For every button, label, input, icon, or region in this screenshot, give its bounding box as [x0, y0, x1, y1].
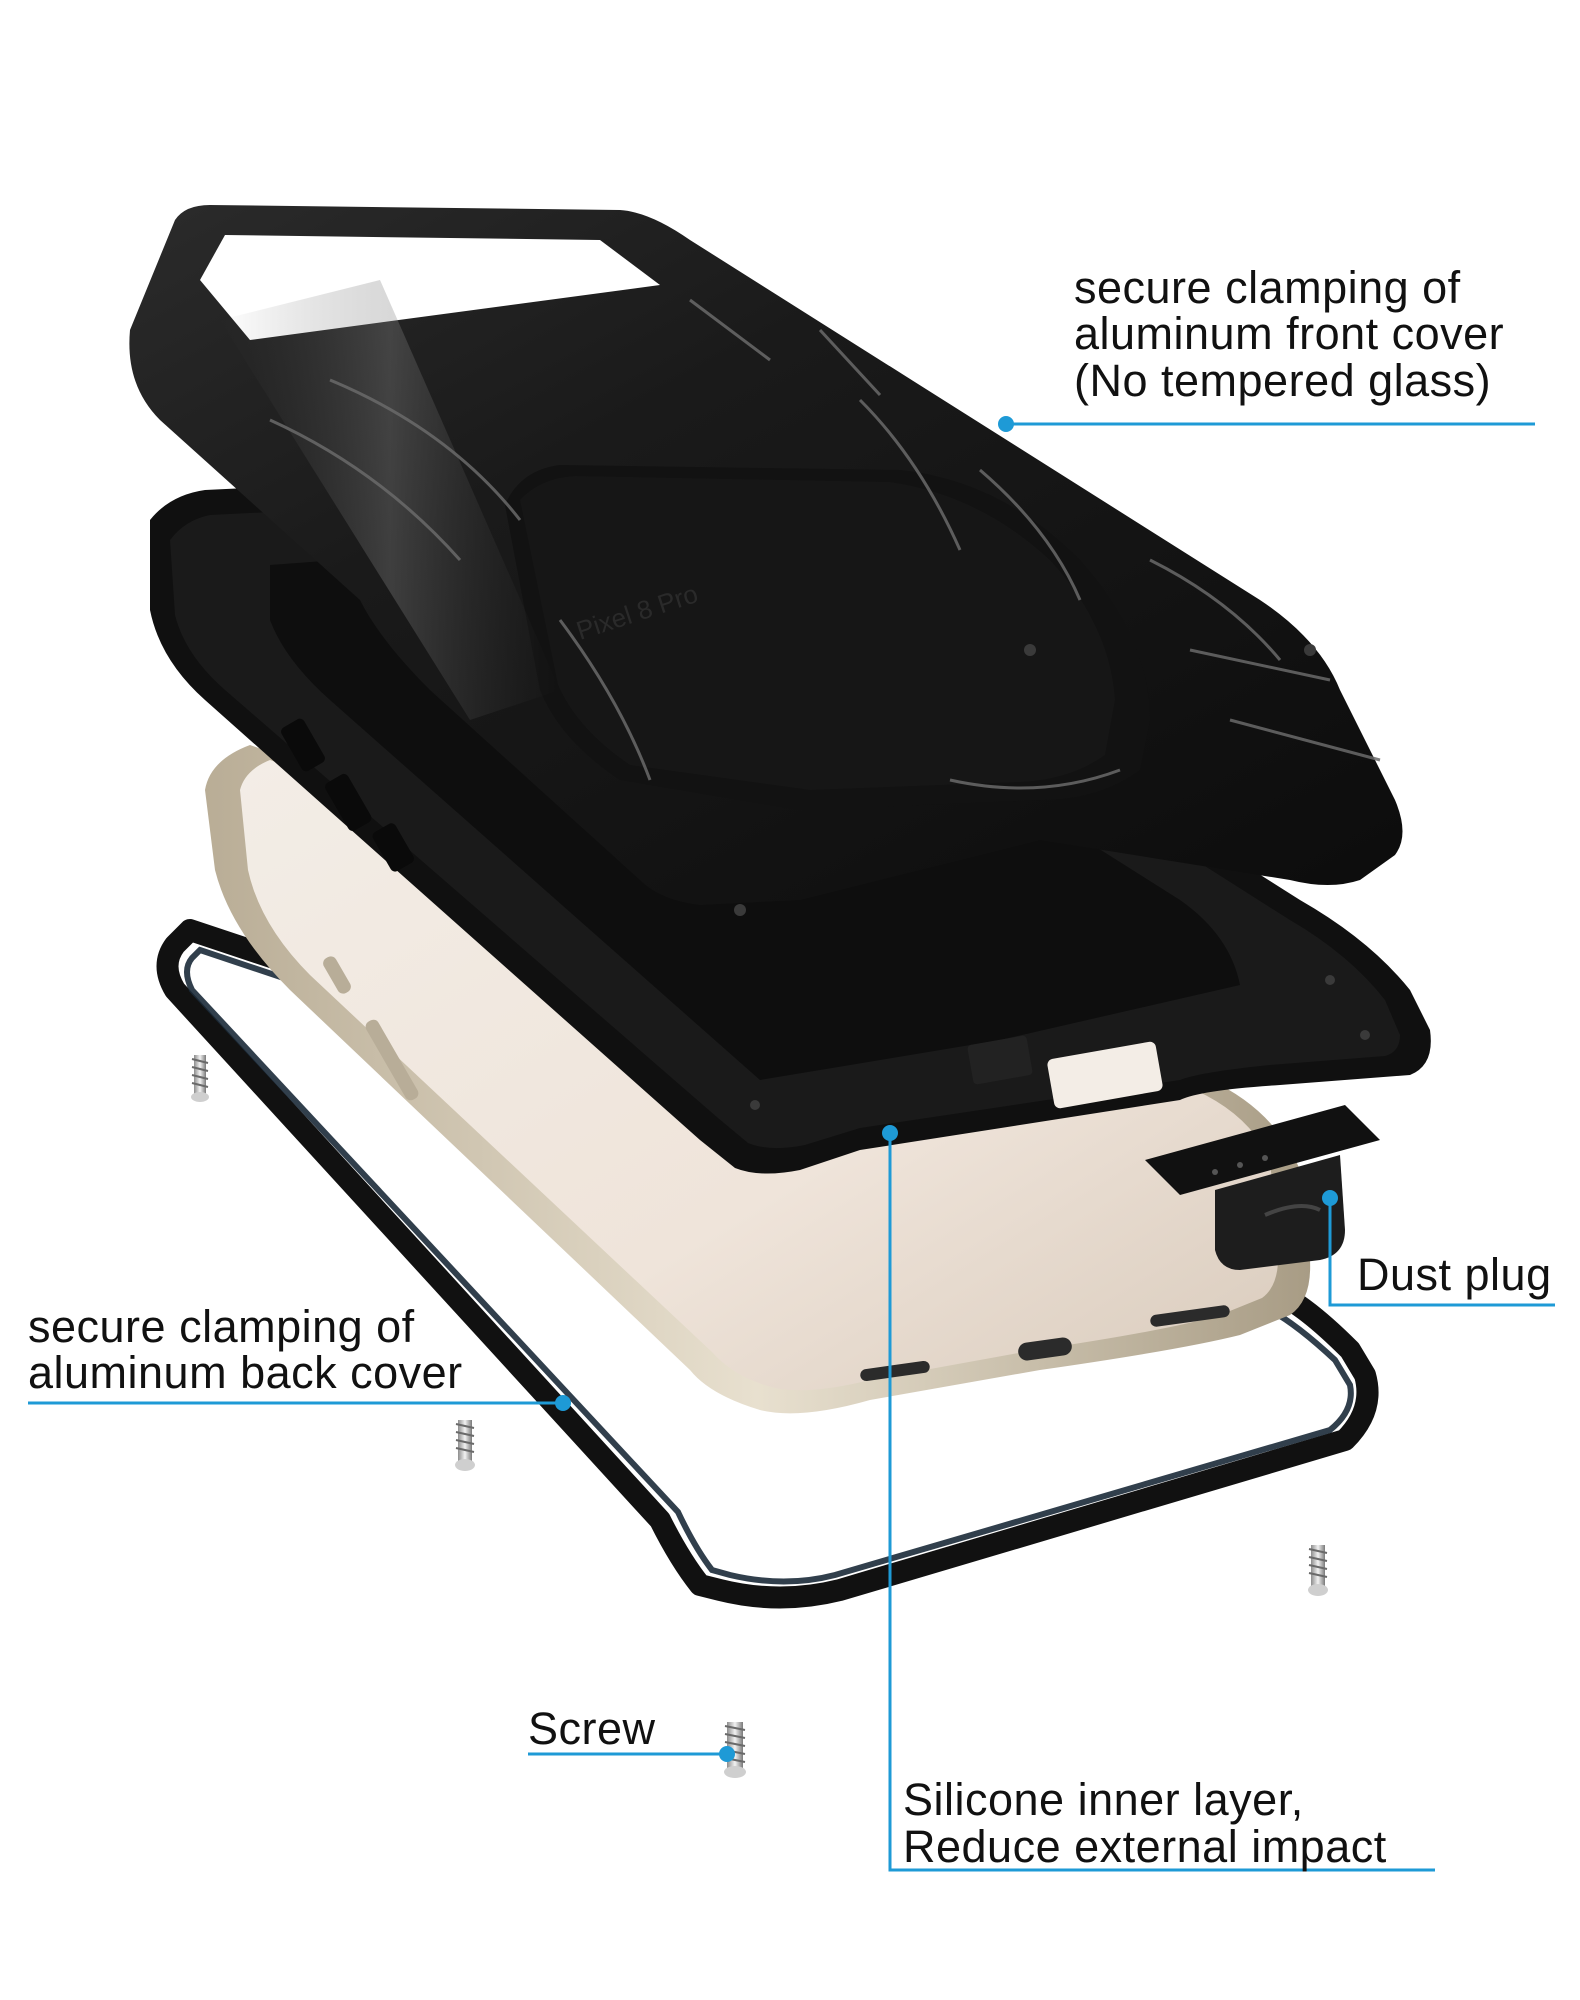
leader-silicone — [888, 1133, 1435, 1872]
dust-plug — [1145, 1105, 1380, 1270]
silicone-layer-callout: Silicone inner layer, Reduce external im… — [903, 1774, 1387, 1873]
back-cover-callout: secure clamping of aluminum back cover — [28, 1301, 463, 1399]
front-cover: Pixel 8 Pro — [129, 205, 1403, 916]
leader-dust-plug — [1328, 1198, 1555, 1307]
leader-lines — [28, 422, 1555, 1872]
screw-callout: Screw — [528, 1703, 656, 1754]
leader-dots — [555, 416, 1338, 1762]
back-cover-frame — [156, 919, 1379, 1609]
dust-plug-callout: Dust plug — [1357, 1249, 1552, 1300]
front-cover-callout: secure clamping of aluminum front cover … — [1074, 262, 1505, 406]
screw-icon — [191, 1055, 1328, 1778]
